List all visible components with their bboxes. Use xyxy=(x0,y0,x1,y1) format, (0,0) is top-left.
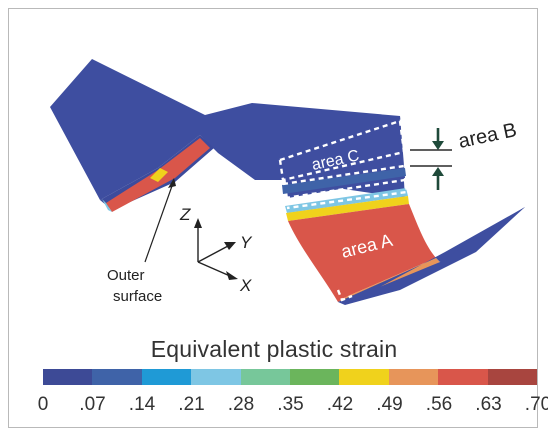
colorbar-ticks: 0 .07 .14 .21 .28 .35 .42 .49 .56 .63 .70 xyxy=(20,394,548,418)
colorbar-segment xyxy=(191,369,241,385)
colorbar-segment xyxy=(43,369,93,385)
colorbar-tick-label: .14 xyxy=(128,394,156,415)
area-b-outline-top xyxy=(282,164,405,186)
colorbar-tick-label: .28 xyxy=(227,394,255,415)
outer-surface-label-line1: Outer xyxy=(107,267,145,284)
colorbar-tick-label: .35 xyxy=(277,394,304,415)
area-b-label: area B xyxy=(456,119,518,153)
colorbar-segment xyxy=(388,369,439,385)
y-axis-label: Y xyxy=(240,233,253,252)
left-yellow-stripe xyxy=(150,168,168,182)
legend-title: Equivalent plastic strain xyxy=(150,336,398,362)
arrow-down-head xyxy=(432,141,444,150)
x-axis-head xyxy=(226,271,238,280)
left-light-edge xyxy=(102,199,112,212)
y-axis xyxy=(197,245,229,263)
colorbar-segment xyxy=(240,369,291,385)
arrow-up-head xyxy=(432,167,444,176)
colorbar-tick-label: .07 xyxy=(79,394,106,415)
colorbar-tick-label: .49 xyxy=(376,394,403,415)
outer-surface-label-line2: surface xyxy=(113,288,162,305)
x-axis-label: X xyxy=(239,276,252,295)
z-axis-label: Z xyxy=(179,205,191,224)
colorbar-tick-label: .56 xyxy=(425,394,453,415)
colorbar-tick-label: .63 xyxy=(475,394,502,415)
colorbar-tick-label: .21 xyxy=(178,394,205,415)
colorbar-tick-label: .42 xyxy=(326,394,354,415)
outer-surface-arrowhead xyxy=(168,178,176,188)
area-b-outline-bottom xyxy=(284,178,409,210)
colorbar-segment xyxy=(438,369,488,385)
colorbar-segment xyxy=(487,369,538,385)
colorbar-segment xyxy=(290,369,340,385)
area-c-outline xyxy=(278,119,406,182)
yellow-band xyxy=(286,196,409,221)
colorbar-segment xyxy=(141,369,192,385)
colorbar xyxy=(43,369,538,385)
colorbar-segment xyxy=(339,369,389,385)
colorbar-tick-label: 0 xyxy=(37,394,49,415)
area-c-stripe xyxy=(282,168,406,194)
area-a-region xyxy=(288,204,436,302)
y-axis-head xyxy=(224,242,236,250)
x-axis xyxy=(197,261,231,277)
z-axis-head xyxy=(194,218,202,228)
area-a-corner xyxy=(336,289,353,302)
transition-band xyxy=(285,188,408,213)
colorbar-tick-label: .70 xyxy=(524,394,548,415)
outer-surface-leader xyxy=(144,185,173,263)
colorbar-segment xyxy=(92,369,142,385)
